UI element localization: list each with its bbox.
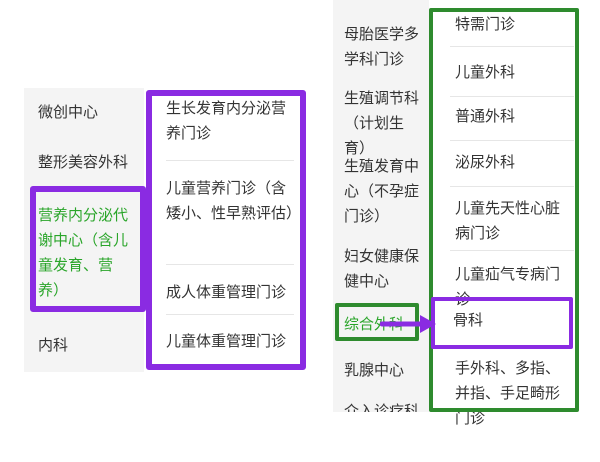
right-category-list (333, 0, 429, 412)
category-interventional[interactable]: 介入诊疗科 (344, 402, 420, 412)
divider (166, 314, 294, 315)
divider (166, 160, 294, 161)
category-reproductive-regulation[interactable]: 生殖调节科（计划生育） (344, 89, 420, 157)
sub-hand-surgery[interactable]: 手外科、多指、并指、手足畸形门诊 (455, 359, 561, 427)
divider (166, 264, 294, 265)
left-category-list (24, 88, 144, 372)
sub-urology[interactable]: 泌尿外科 (455, 153, 516, 171)
left-subcategory-list (148, 88, 308, 372)
sub-congenital-heart[interactable]: 儿童先天性心脏病门诊 (455, 199, 561, 242)
divider (450, 140, 574, 141)
sub-growth-endocrine-clinic[interactable]: 生长发育内分泌营养门诊 (166, 99, 287, 142)
category-breast-center[interactable]: 乳腺中心 (344, 361, 405, 379)
arrow-right-icon (380, 315, 436, 333)
sub-pediatric-surgery[interactable]: 儿童外科 (455, 63, 516, 81)
category-reproductive-development[interactable]: 生殖发育中心（不孕症门诊） (344, 157, 420, 225)
divider (450, 250, 574, 251)
sub-special-clinic[interactable]: 特需门诊 (455, 15, 516, 33)
sub-child-nutrition-clinic[interactable]: 儿童营养门诊（含矮小、性早熟评估） (166, 179, 302, 222)
right-subcategory-list (433, 0, 581, 412)
sub-child-weight-clinic[interactable]: 儿童体重管理门诊 (166, 332, 287, 350)
category-general-surgery[interactable]: 综合外科 (344, 315, 405, 333)
sub-hernia-clinic[interactable]: 儿童疝气专病门诊 (455, 265, 561, 308)
category-maternal-fetal[interactable]: 母胎医学多学科门诊 (344, 25, 420, 68)
category-women-health[interactable]: 妇女健康保健中心 (344, 247, 420, 290)
divider (450, 186, 574, 187)
sub-general-surgery[interactable]: 普通外科 (455, 107, 516, 125)
divider (450, 46, 574, 47)
category-nutrition-endocrine[interactable]: 营养内分泌代谢中心（含儿童发育、营养） (38, 206, 129, 299)
sub-adult-weight-clinic[interactable]: 成人体重管理门诊 (166, 283, 287, 301)
category-internal-medicine[interactable]: 内科 (38, 336, 69, 354)
divider (450, 96, 574, 97)
category-minimally-invasive[interactable]: 微创中心 (38, 103, 99, 121)
sub-orthopedics[interactable]: 骨科 (453, 311, 484, 329)
category-plastic-surgery[interactable]: 整形美容外科 (38, 153, 129, 171)
